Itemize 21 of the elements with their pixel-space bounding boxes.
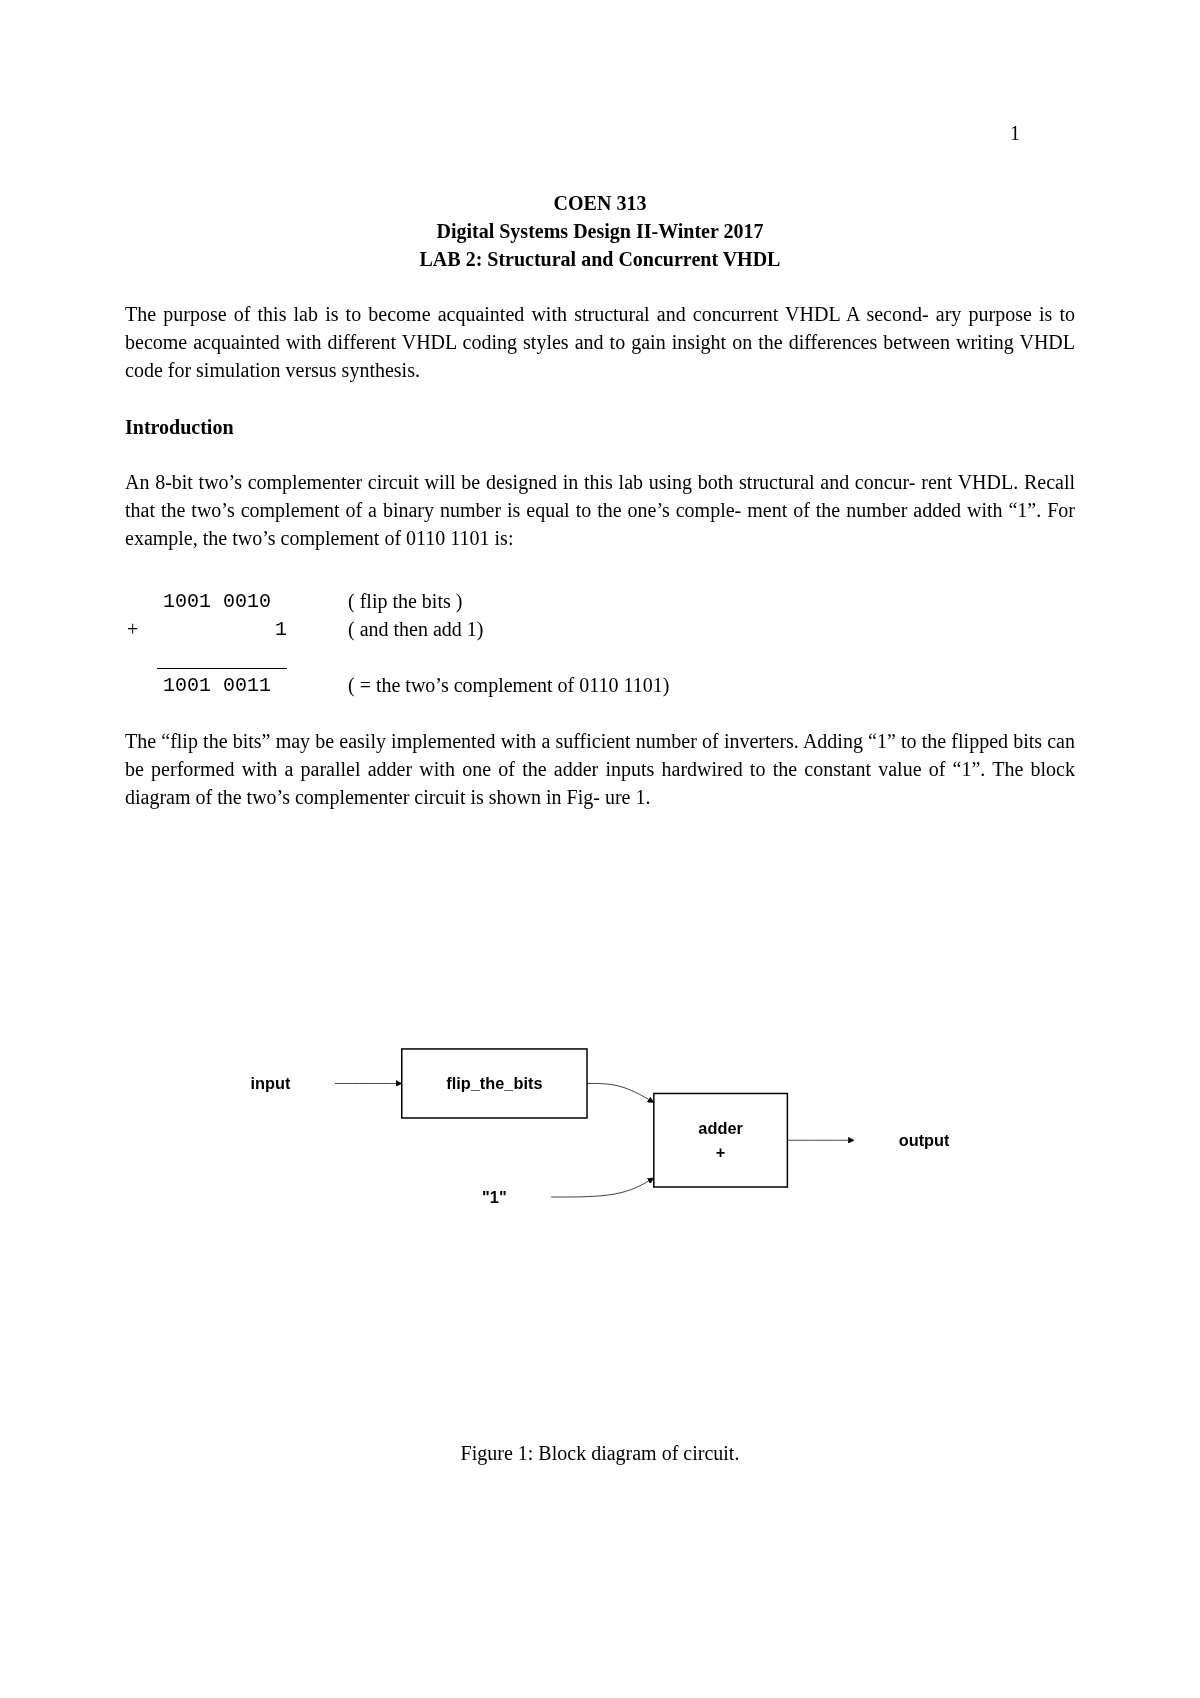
node-box: flip_the_bits: [401, 1047, 588, 1119]
binary-number: 1001 0010: [163, 590, 272, 613]
section-heading: Introduction: [125, 416, 234, 439]
title: COEN 313: [552, 192, 648, 215]
operator: +: [127, 618, 139, 641]
node-text: "1": [482, 1187, 507, 1207]
node-text: output: [898, 1130, 950, 1150]
node-text: input: [250, 1073, 291, 1093]
figure-caption: Figure 1: Block diagram of circuit.: [459, 1442, 741, 1465]
node-box: adder +: [653, 1092, 789, 1188]
subtitle: Digital Systems Design II-Winter 2017: [435, 220, 765, 243]
paragraph: The “flip the bits” may be easily implemented with a sufficient number of inverters. Adding “1” to the flipped bits can be performed with a parallel adder with one of the adder inputs hardwired to the constant value of “1”. The block diagram of the two’s complementer circuit is shown in Fig- ure 1.: [125, 729, 1075, 811]
note: ( = the two’s complement of 0110 1101): [348, 674, 670, 697]
note: ( and then add 1): [348, 618, 484, 641]
binary-number: 1001 0011: [163, 674, 272, 697]
paragraph: An 8-bit two’s complementer circuit will be designed in this lab using both structural and concur- rent VHDL. Recall that the two’s complement of a binary number is equal to the one’s comple- ment of the number added with “1”. For example, the two’s complement of 0110 1101 is:: [125, 470, 1075, 552]
paragraph: The purpose of this lab is to become acquainted with structural and concurrent VHDL A second- ary purpose is to become acquainted with different VHDL coding styles and to gain insight on the differences between writing VHDL code for simulation versus synthesis.: [125, 302, 1075, 384]
note: ( flip the bits ): [348, 590, 463, 613]
page-number: 1: [1010, 122, 1020, 145]
lab-title: LAB 2: Structural and Concurrent VHDL: [418, 248, 782, 271]
binary-number: 1: [275, 618, 287, 641]
